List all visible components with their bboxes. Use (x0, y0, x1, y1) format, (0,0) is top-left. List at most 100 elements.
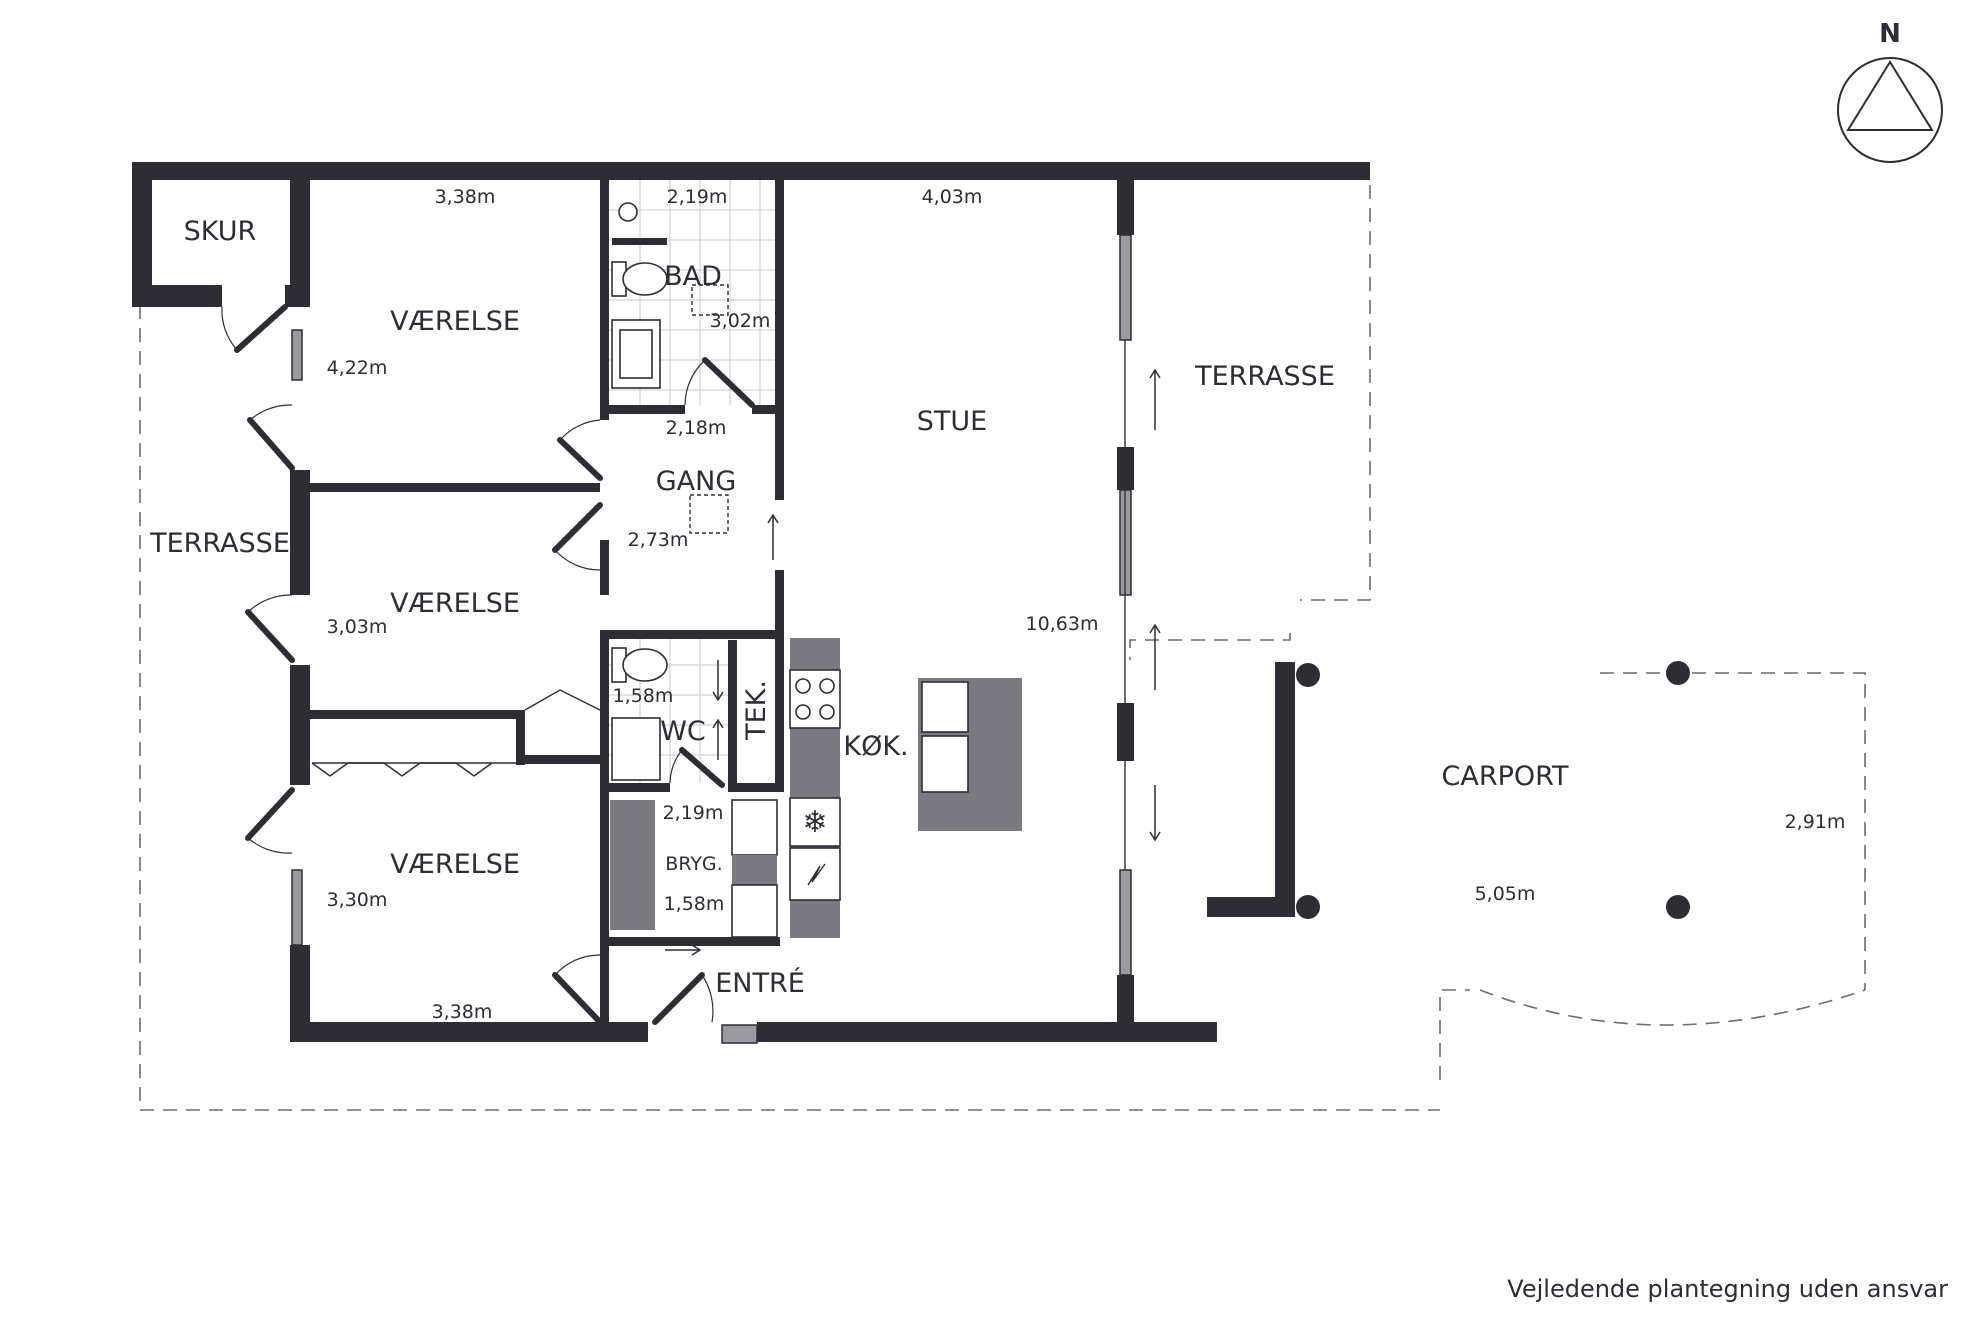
dim-vaerelse-1-depth: 4,22m (327, 357, 388, 379)
label-vaerelse-1: VÆRELSE (390, 306, 520, 337)
wall-tek-east (775, 630, 784, 785)
door-vaerelse-1[interactable] (247, 417, 295, 471)
door-gang-vaerelse-2[interactable] (552, 502, 603, 553)
door-entre-main[interactable] (652, 972, 705, 1025)
wall-west-3 (290, 945, 310, 1042)
wall-west-2 (290, 665, 310, 785)
wall-wc-west (600, 630, 609, 1035)
wardrobe-doors (311, 762, 493, 777)
arrow-head (691, 944, 702, 956)
label-skur: SKUR (184, 216, 257, 247)
label-entre: ENTRÉ (715, 967, 805, 999)
room-labels: SKUR VÆRELSE BAD GANG STUE TERRASSE TERR… (149, 216, 1569, 999)
terrace-east-step (1129, 633, 1291, 660)
hob-icon (789, 669, 841, 729)
wall-gang-bottom (600, 630, 784, 639)
dim-bryg-width: 2,19m (663, 802, 724, 824)
arrow-head (1149, 623, 1161, 634)
window-stue-1 (1119, 234, 1132, 341)
dim-gang-width: 2,18m (666, 417, 727, 439)
label-koek: KØK. (843, 731, 908, 762)
compass-circle (1837, 57, 1943, 163)
window-stue-3 (1119, 869, 1132, 976)
walls (132, 162, 1370, 1042)
arrow-head (1149, 831, 1161, 842)
label-carport: CARPORT (1442, 761, 1569, 792)
dim-vaerelse-2-depth: 3,03m (327, 616, 388, 638)
bryg-counter (610, 800, 655, 930)
electric-icon (807, 863, 826, 886)
wall-bad-bottom (600, 405, 685, 414)
carport-pillars (1296, 661, 1690, 919)
wall-skur-bottom (132, 285, 222, 307)
wall-skur-stub (285, 285, 310, 307)
wall-bottom-east (757, 1022, 1217, 1042)
wall-bad-west (600, 180, 609, 420)
dimension-labels: 3,38m 2,19m 4,03m 3,02m 4,22m 2,18m 2,73… (327, 186, 1846, 1023)
window-vaerelse-1 (291, 329, 303, 381)
door-closet (524, 689, 601, 711)
label-vaerelse-3: VÆRELSE (390, 849, 520, 880)
door-entre-main-swing (701, 974, 714, 1023)
dim-gang-depth: 2,73m (628, 529, 689, 551)
wall-skur-left (132, 162, 152, 307)
carport-boundary (1439, 989, 1470, 1080)
snowflake-icon: ❄ (802, 805, 827, 840)
wc-toilet-icon (622, 648, 668, 682)
wall-bad-east (775, 180, 784, 500)
door-skur-swing (221, 306, 238, 351)
compass: N (1837, 19, 1943, 163)
wall-bryg-bottom (600, 937, 780, 946)
dim-stue-width: 4,03m (922, 186, 983, 208)
wall-bad-bottom-right (752, 405, 784, 414)
arrow-head (1149, 368, 1161, 379)
door-bad[interactable] (702, 357, 755, 408)
bad-skylight-icon (691, 284, 729, 316)
disclaimer-text: Vejledende plantegning uden ansvar (1507, 1275, 1948, 1303)
wall-west-1 (290, 470, 310, 595)
door-gang-vaerelse-1-swing (559, 419, 601, 441)
pillar-2 (1296, 895, 1320, 919)
wall-tek-divider (728, 640, 737, 785)
dim-bad-width: 2,19m (667, 186, 728, 208)
wall-carport-north (1275, 662, 1295, 907)
door-entre-left[interactable] (552, 972, 601, 1023)
door-skur[interactable] (234, 304, 288, 353)
dim-vaerelse-3-depth: 3,30m (327, 889, 388, 911)
bryg-sink-icon (731, 799, 778, 856)
label-terrasse-west: TERRASSE (149, 528, 290, 559)
carport-top-boundary (1600, 672, 1866, 990)
door-vaerelse-3[interactable] (245, 787, 295, 841)
door-wc[interactable] (679, 747, 725, 788)
sliding-arrows (665, 368, 1161, 956)
wall-carport-south (1207, 897, 1295, 917)
wall-vaerelse-2-3 (310, 710, 520, 719)
doors (221, 304, 755, 1025)
wall-gang-west (600, 540, 609, 595)
shower-icon (618, 202, 638, 222)
label-stue: STUE (917, 406, 987, 437)
wall-stue-east-4 (1117, 975, 1134, 1030)
bad-washbasin-bowl-icon (619, 329, 653, 379)
bad-toilet-icon (622, 262, 668, 296)
pillar-1 (1296, 663, 1320, 687)
fixtures: ❄ (311, 202, 1022, 938)
door-vaerelse-3-swing (247, 837, 293, 854)
label-terrasse-east: TERRASSE (1194, 361, 1335, 392)
label-tek: TEK. (741, 680, 772, 741)
door-gang-vaerelse-1[interactable] (557, 437, 603, 481)
dim-wc-depth: 1,58m (613, 685, 674, 707)
compass-north-arrow-icon (1846, 60, 1934, 131)
label-gang: GANG (656, 466, 737, 497)
window-vaerelse-3 (291, 869, 303, 946)
dim-vaerelse-3-width: 3,38m (432, 1001, 493, 1023)
terrace-east-boundary (1300, 185, 1371, 601)
shower-screen (612, 238, 667, 245)
door-vaerelse-2-swing (247, 594, 293, 613)
hob-burner-icon (819, 704, 835, 720)
wall-stue-east-1 (1117, 180, 1134, 235)
door-wc-swing (669, 749, 683, 784)
door-vaerelse-2[interactable] (245, 609, 295, 663)
wc-washbasin-icon (611, 717, 661, 781)
